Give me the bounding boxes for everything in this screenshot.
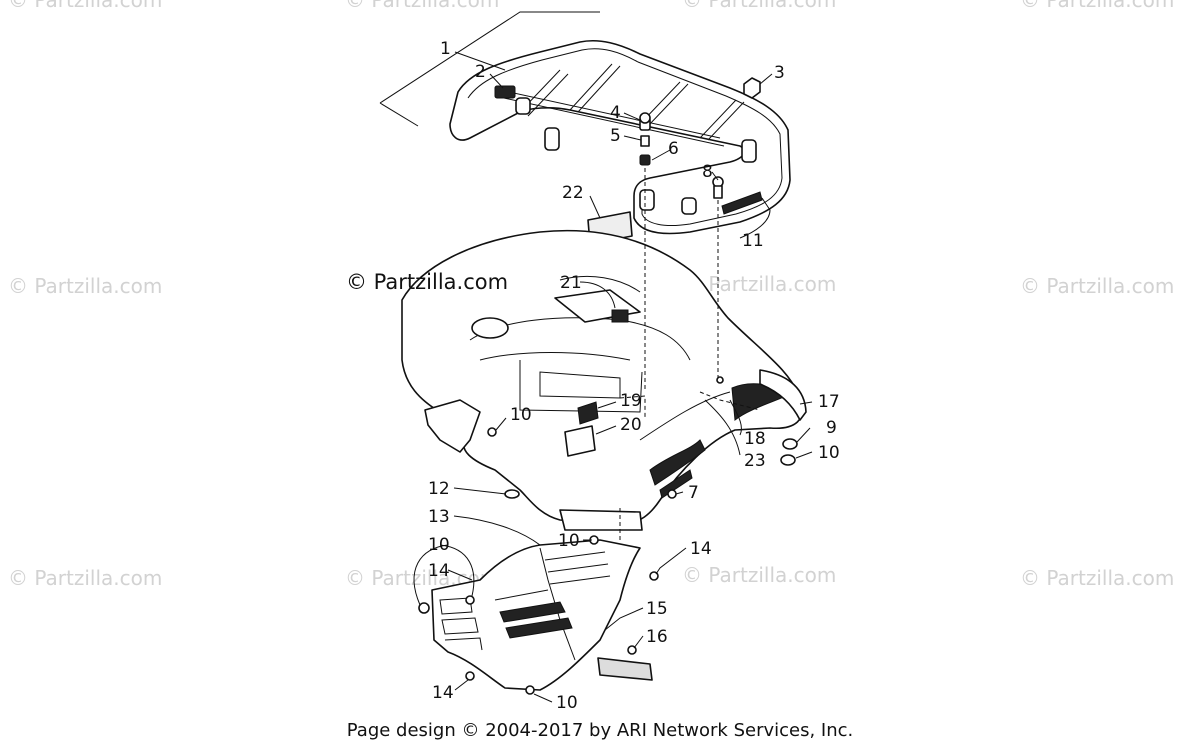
callout-14: 14 — [428, 561, 450, 581]
watermark-faint: © Partzilla.com — [682, 563, 837, 587]
hardware-parts — [639, 77, 761, 199]
alignment-lines — [619, 168, 761, 540]
callout-20: 20 — [620, 415, 642, 435]
assembly-bracket — [379, 11, 600, 127]
callout-4: 4 — [610, 103, 621, 123]
callout-8: 8 — [702, 162, 713, 182]
callout-10: 10 — [818, 443, 840, 463]
callout-17: 17 — [818, 392, 840, 412]
callout-10: 10 — [556, 693, 578, 713]
callout-1: 1 — [440, 39, 451, 59]
step-plate-15 — [597, 645, 653, 681]
watermark-faint: © Partzilla.com — [1020, 566, 1175, 590]
callout-3: 3 — [774, 63, 785, 83]
callout-16: 16 — [646, 627, 668, 647]
watermark-faint: © Partzilla.com — [8, 274, 163, 298]
callout-9: 9 — [826, 418, 837, 438]
watermark-main: © Partzilla.com — [346, 270, 509, 294]
washer-9-nut-10 — [780, 438, 798, 466]
callout-7: 7 — [688, 483, 699, 503]
watermark-faint: © Partzilla.com — [8, 0, 163, 12]
callout-10: 10 — [428, 535, 450, 555]
callout-5: 5 — [610, 126, 621, 146]
callout-19: 19 — [620, 391, 642, 411]
callout-23: 23 — [744, 451, 766, 471]
footwell — [418, 535, 659, 695]
watermark-faint: © Partzilla.com — [1020, 0, 1175, 12]
callout-13: 13 — [428, 507, 450, 527]
callout-21: 21 — [560, 273, 582, 293]
rear-fender — [401, 229, 807, 531]
page-footer: Page design © 2004-2017 by ARI Network S… — [346, 720, 854, 741]
callout-2: 2 — [475, 62, 486, 82]
watermark-faint: © Partzilla.com — [1020, 274, 1175, 298]
callout-14: 14 — [432, 683, 454, 703]
rear-rack — [449, 39, 791, 235]
callout-15: 15 — [646, 599, 668, 619]
callout-6: 6 — [668, 139, 679, 159]
callout-14: 14 — [690, 539, 712, 559]
callout-10: 10 — [558, 531, 580, 551]
watermark-faint: © Partzilla.com — [682, 0, 837, 12]
callout-11: 11 — [742, 231, 764, 251]
callout-10: 10 — [510, 405, 532, 425]
watermark-faint: © Partzilla.com — [345, 0, 500, 12]
callout-22: 22 — [562, 183, 584, 203]
callout-12: 12 — [428, 479, 450, 499]
watermark-faint: © Partzilla.com — [8, 566, 163, 590]
callout-18: 18 — [744, 429, 766, 449]
callout-labels: 1 2 3 4 5 6 8 11 22 21 17 19 20 9 18 10 … — [428, 39, 840, 713]
leader-lines — [413, 73, 813, 703]
